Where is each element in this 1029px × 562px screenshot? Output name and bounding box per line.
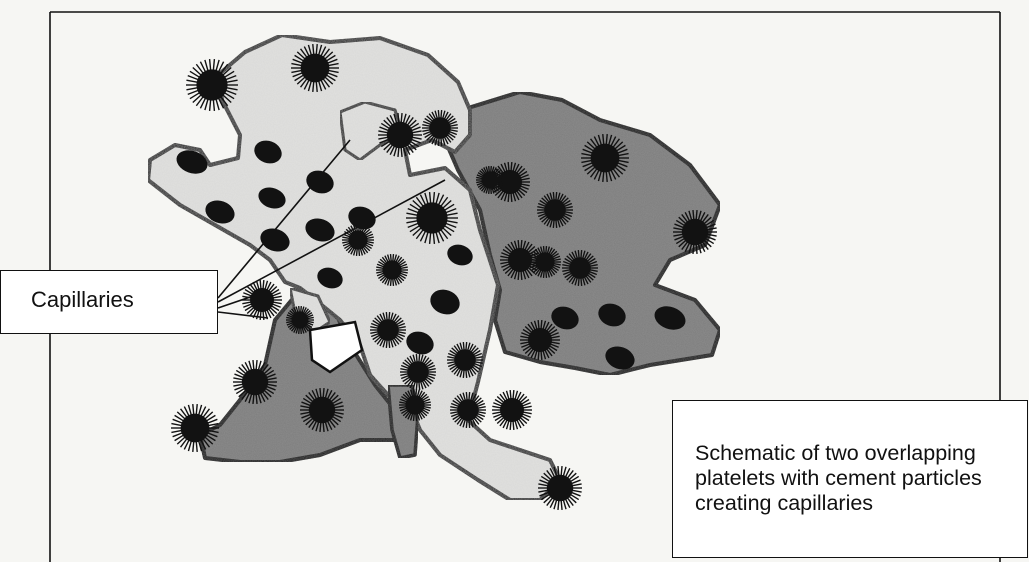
cement-particle-icon <box>492 390 532 430</box>
capillaries-label: Capillaries <box>0 270 218 334</box>
capillaries-label-text: Capillaries <box>31 287 134 312</box>
caption-box: Schematic of two overlapping platelets w… <box>672 400 1028 558</box>
caption-text: Schematic of two overlapping platelets w… <box>695 441 982 515</box>
